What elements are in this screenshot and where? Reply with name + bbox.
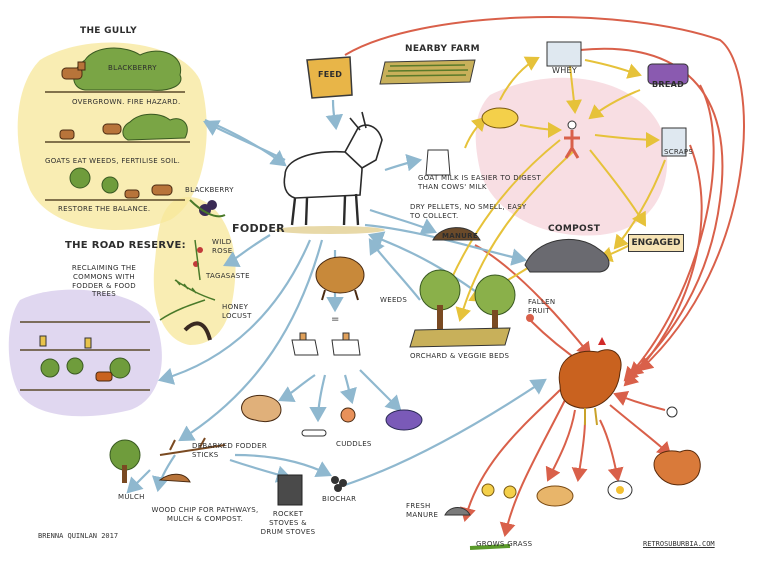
- whey-label: WHEY: [552, 66, 578, 75]
- angora-goat: [315, 256, 365, 301]
- feed-label: FEED: [318, 70, 343, 79]
- grows-grass-label: GROWS GRASS: [476, 540, 533, 548]
- rocket-stoves-label: ROCKET STOVES & DRUM STOVES: [260, 510, 316, 536]
- artist-credit: BRENNA QUINLAN 2017: [38, 532, 119, 540]
- honey-locust-label: HONEY LOCUST: [222, 303, 252, 320]
- manure-label: MANURE: [442, 232, 478, 240]
- orchard-beds: [409, 269, 534, 348]
- site-credit[interactable]: RETROSUBURBIA.COM: [643, 540, 715, 548]
- goat-milk-label: GOAT MILK IS EASIER TO DIGEST THAN COWS'…: [418, 174, 542, 191]
- fallen-fruit-label: FALLEN FRUIT: [528, 298, 556, 315]
- bread-label: BREAD: [652, 80, 685, 89]
- wood-chip-label: WOOD CHIP FOR PATHWAYS, MULCH & COMPOST.: [151, 506, 259, 523]
- dry-pellets-label: DRY PELLETS, NO SMELL, EASY TO COLLECT.: [410, 203, 527, 220]
- mulch-and-stoves: [109, 437, 347, 506]
- mulch-label: MULCH: [118, 493, 145, 501]
- hen-drawing: [558, 337, 622, 426]
- nearby-farm-field: [379, 59, 476, 85]
- road-reserve-scene: [20, 321, 150, 391]
- gully-scene-1: [45, 47, 185, 93]
- goat-products: [241, 394, 423, 437]
- restore-label: RESTORE THE BALANCE.: [58, 205, 151, 213]
- blackberry-label: BLACKBERRY: [185, 186, 234, 194]
- orchard-label: ORCHARD & VEGGIE BEDS: [410, 352, 510, 360]
- reclaiming-label: RECLAIMING THE COMMONS WITH FODDER & FOO…: [71, 264, 137, 299]
- debarked-label: DEBARKED FODDER STICKS: [192, 442, 267, 459]
- goats-eat-label: GOATS EAT WEEDS, FERTILISE SOIL.: [45, 157, 181, 165]
- road-reserve-title: THE ROAD RESERVE:: [65, 240, 186, 251]
- kid-goats: [291, 332, 361, 356]
- fodder-wash: [153, 197, 236, 345]
- weeds-label: WEEDS: [380, 296, 408, 304]
- kitchen-wash: [475, 77, 668, 236]
- fresh-manure-label: FRESH MANURE: [406, 502, 439, 519]
- nearby-farm-label: NEARBY FARM: [405, 44, 480, 54]
- feed-bag: [306, 56, 353, 99]
- gully-scene-3: [45, 167, 185, 201]
- kitchen-items: [425, 41, 689, 176]
- chicken-outputs: [444, 406, 678, 550]
- fodder-plants: [159, 199, 226, 341]
- scraps-label: SCRAPS: [664, 148, 694, 156]
- hen-small: [653, 449, 701, 486]
- compost-heap: [432, 227, 610, 273]
- biochar-label: BIOCHAR: [322, 495, 357, 503]
- tagasaste-label: TAGASASTE: [206, 272, 250, 280]
- goat-drawing: [275, 111, 385, 234]
- overgrown-label: OVERGROWN. FIRE HAZARD.: [72, 98, 181, 106]
- blackberry-label-top: BLACKBERRY: [108, 64, 157, 72]
- fodder-label: FODDER: [232, 222, 285, 235]
- wild-rose-label: WILD ROSE: [212, 238, 233, 255]
- compost-label: COMPOST: [548, 224, 601, 234]
- gully-title: THE GULLY: [80, 26, 137, 36]
- road-reserve-wash: [8, 289, 162, 417]
- engaged-sign: ENGAGED: [628, 234, 684, 252]
- equals-sign: =: [331, 314, 340, 325]
- gully-scene-2: [45, 113, 190, 143]
- cuddles-label: CUDDLES: [336, 440, 372, 448]
- blue-arrows: [126, 99, 547, 494]
